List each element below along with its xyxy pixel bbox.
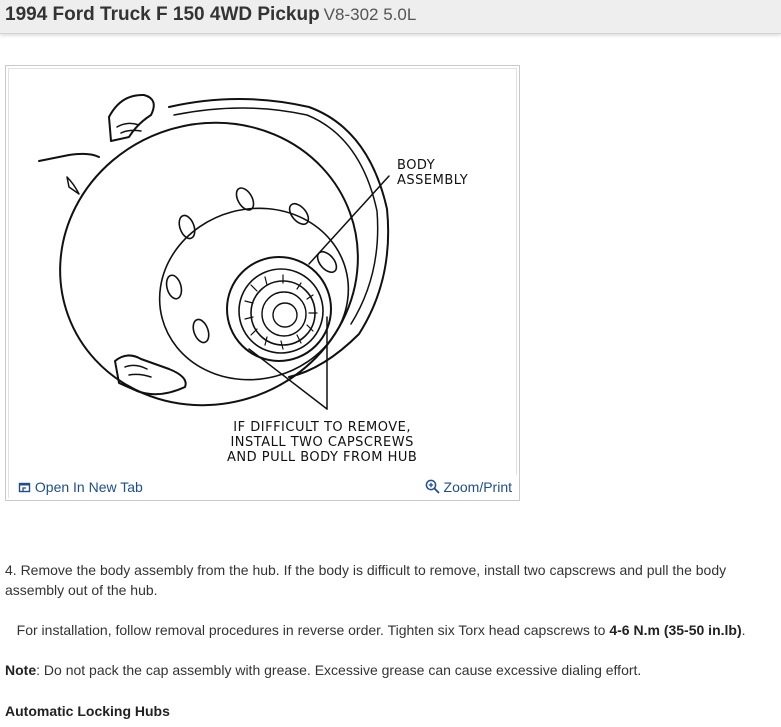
callout-line: BODY <box>397 158 436 173</box>
callout-line: IF DIFFICULT TO REMOVE, <box>233 420 412 435</box>
torque-spec: 4-6 N.m (35-50 in.lb) <box>609 622 742 638</box>
caliper-bottom <box>114 354 187 396</box>
open-in-new-tab-link[interactable]: Open In New Tab <box>18 479 143 495</box>
step-4-paragraph: 4. Remove the body assembly from the hub… <box>5 562 727 598</box>
open-in-new-tab-label: Open In New Tab <box>34 479 143 495</box>
figure-footer: Open In New Tab Zoom/Print <box>9 475 518 499</box>
body-assembly-callout: BODY ASSEMBLY <box>397 158 468 188</box>
callout-line: ASSEMBLY <box>397 173 469 188</box>
installation-end: . <box>741 622 746 638</box>
figure-card: BODY ASSEMBLY IF DIFFICULT TO REMOVE, IN… <box>5 65 520 501</box>
note-text: : Do not pack the cap assembly with grea… <box>36 662 642 678</box>
figure-frame: BODY ASSEMBLY IF DIFFICULT TO REMOVE, IN… <box>8 68 518 499</box>
note-label: Note <box>5 662 37 678</box>
section-heading: Automatic Locking Hubs <box>5 703 170 719</box>
zoom-in-icon <box>425 479 440 494</box>
installation-paragraph: For installation, follow removal procedu… <box>5 620 775 640</box>
hub-flange <box>158 207 350 381</box>
body-leader <box>308 175 390 265</box>
installation-text: For installation, follow removal procedu… <box>5 622 610 638</box>
axle-line-top <box>38 152 100 162</box>
disc-face <box>59 121 359 407</box>
callout-line: AND PULL BODY FROM HUB <box>227 450 418 465</box>
capscrew-leader-left <box>248 348 328 410</box>
axle-line-bottom <box>66 176 80 195</box>
hub-body-outer <box>226 256 332 362</box>
vehicle-name: 1994 Ford Truck F 150 4WD Pickup <box>5 4 320 25</box>
removal-instruction-callout: IF DIFFICULT TO REMOVE, INSTALL TWO CAPS… <box>227 420 417 465</box>
rotor-outer-edge <box>168 98 390 378</box>
caliper-top <box>108 93 155 142</box>
zoom-print-label: Zoom/Print <box>443 479 512 495</box>
lug-studs <box>165 187 338 344</box>
engine-spec: V8-302 5.0L <box>323 5 417 24</box>
note-paragraph: Note: Do not pack the cap assembly with … <box>5 660 775 680</box>
callout-line: INSTALL TWO CAPSCREWS <box>230 435 414 450</box>
zoom-print-link[interactable]: Zoom/Print <box>425 479 512 495</box>
external-window-icon <box>18 482 31 493</box>
hub-body-assembly-diagram <box>38 93 390 410</box>
